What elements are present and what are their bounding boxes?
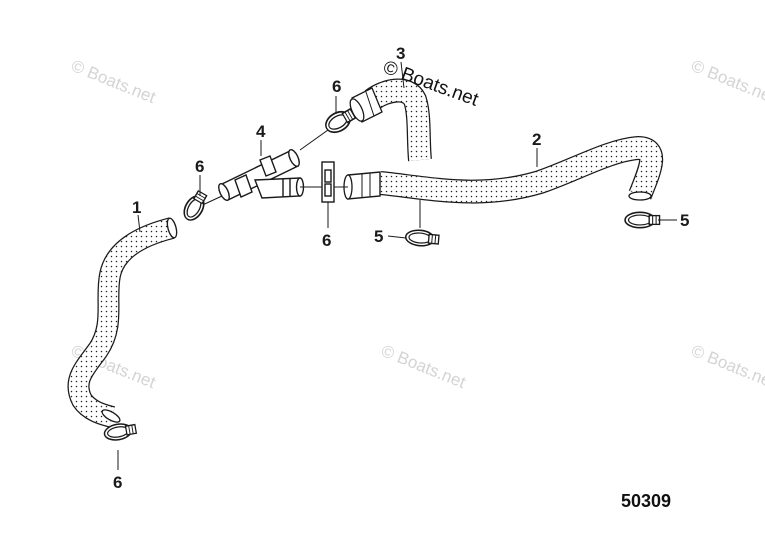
watermark-faint-br: © Boats.net xyxy=(689,341,765,392)
callout-6-bottom: 6 xyxy=(113,473,122,492)
watermark-faint-tr: © Boats.net xyxy=(689,56,765,107)
hose-2-fitting xyxy=(343,171,381,200)
leader-lines xyxy=(117,61,677,470)
clamp-6-left xyxy=(179,188,223,225)
watermark-faint-bc: © Boats.net xyxy=(379,341,469,392)
diagram-number: 50309 xyxy=(621,491,671,511)
callout-6-top: 6 xyxy=(332,77,341,96)
callout-2: 2 xyxy=(532,130,541,149)
callout-5-center: 5 xyxy=(374,227,383,246)
hose-3 xyxy=(349,78,432,162)
clip-6-middle xyxy=(300,161,348,203)
hose-2 xyxy=(378,135,664,204)
callout-6-middle: 6 xyxy=(322,231,331,250)
callout-5-right: 5 xyxy=(680,211,689,230)
callout-labels: 1 2 3 4 5 5 6 6 6 6 xyxy=(113,44,689,492)
watermark-faint-tl: © Boats.net xyxy=(69,56,159,107)
callout-4: 4 xyxy=(256,122,266,141)
clamp-5-center xyxy=(404,200,441,249)
callout-1: 1 xyxy=(132,198,141,217)
callout-6-left: 6 xyxy=(195,157,204,176)
callout-3: 3 xyxy=(396,44,405,63)
hose-1 xyxy=(67,217,178,428)
clamp-5-right xyxy=(624,211,661,229)
y-fitting-4 xyxy=(218,148,305,202)
clamp-6-top xyxy=(299,104,359,151)
